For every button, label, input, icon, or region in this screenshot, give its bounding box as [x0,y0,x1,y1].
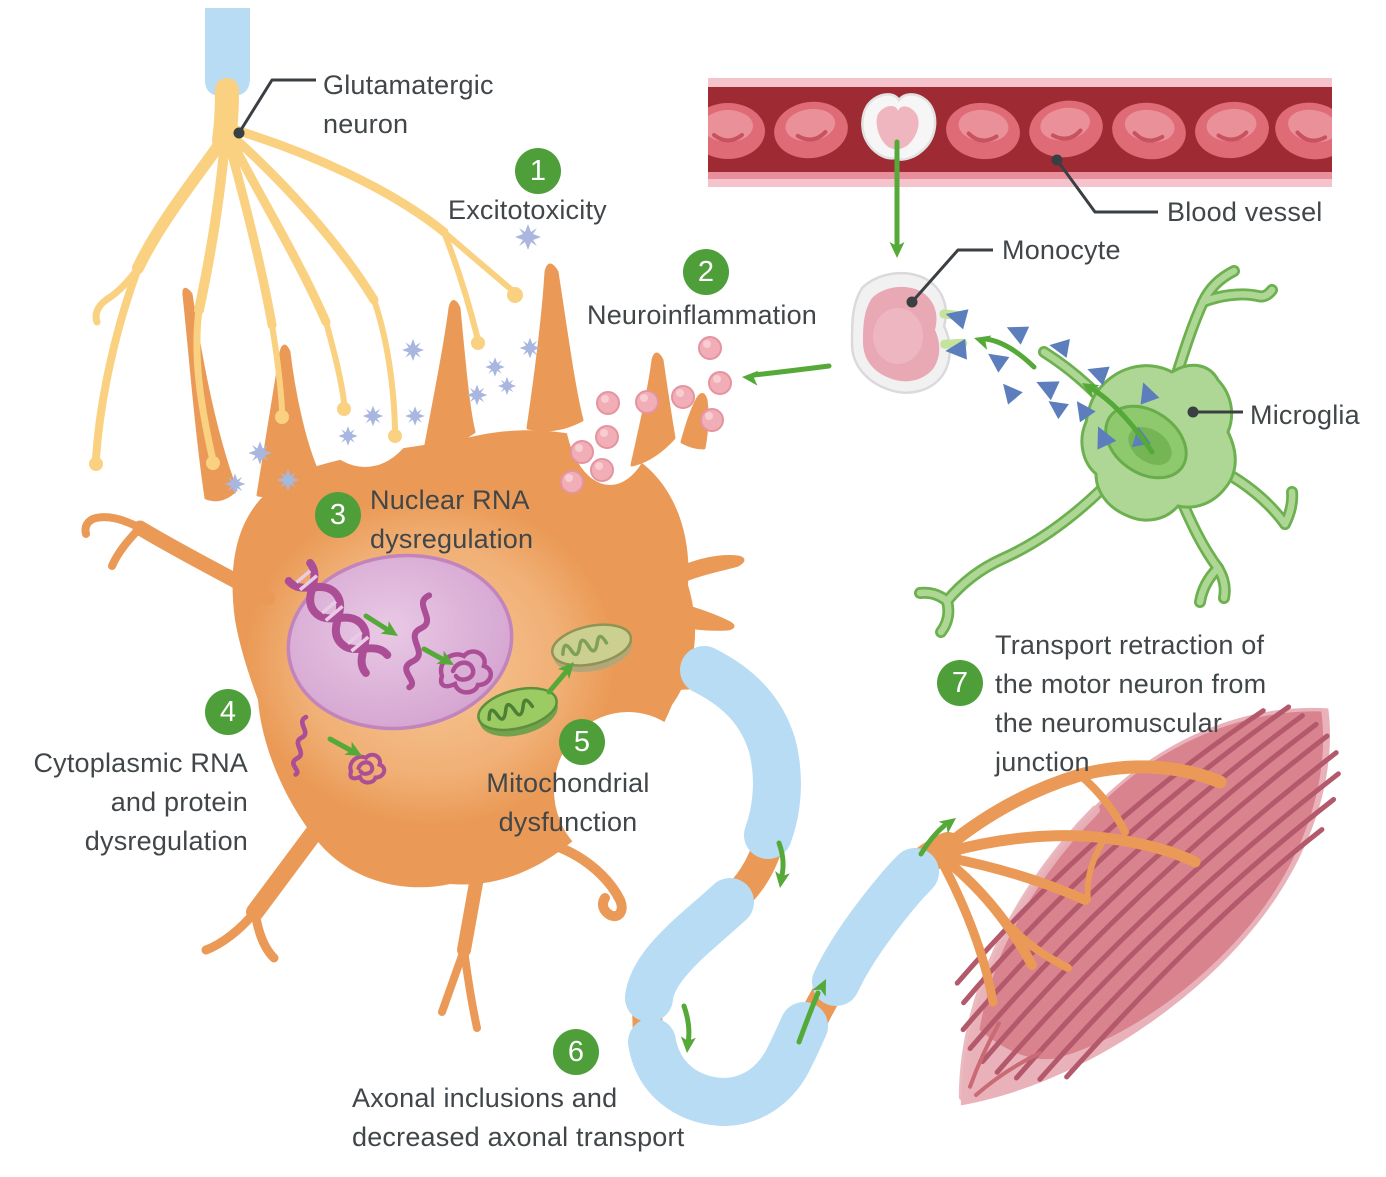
arrow-microglia-to-monocyte-1 [983,336,1037,370]
step-badge-2: 2 [683,249,729,295]
monocyte-cell [850,272,968,394]
label-line: Excitotoxicity [448,195,607,225]
label-line: the neuromuscular [995,708,1223,738]
label-line: Cytoplasmic RNA [33,748,248,778]
arrow-cytokine-release [751,363,832,378]
step-number: 1 [529,154,547,187]
cut-axon-cap [205,8,250,96]
axon [615,646,963,1127]
label-line: dysregulation [84,826,248,856]
nucleus-illustration [284,553,514,731]
glutamatergic-neuron-illustration [89,8,523,471]
step-label-nuclear-rna: Nuclear RNA dysregulation [370,481,533,559]
step-label-mitochondrial: Mitochondrial dysfunction [448,764,688,842]
arrow-microglia-to-monocyte-2 [1091,387,1155,455]
label-line: Blood vessel [1167,197,1323,227]
leader-lines [237,78,1243,414]
label-monocyte: Monocyte [1002,231,1121,270]
label-line: the motor neuron from [995,669,1267,699]
arrow-axonal-transport-3 [796,990,821,1045]
label-line: dysregulation [370,524,534,554]
step-number: 4 [219,695,237,728]
arrow-cytoplasmic-rna [327,736,353,753]
step-badge-3: 3 [315,492,361,538]
label-line: and protein [110,787,248,817]
mitochondrion-dysfunctional [551,623,633,673]
step-badge-4: 4 [205,689,251,735]
step-label-axonal-inclusions: Axonal inclusions and decreased axonal t… [352,1079,684,1157]
label-line: Nuclear RNA [370,485,530,515]
synaptic-boutons [89,287,523,471]
step-label-cytoplasmic-rna: Cytoplasmic RNA and protein dysregulatio… [0,744,248,861]
step-badge-5: 5 [559,719,605,765]
label-line: Axonal inclusions and [352,1083,618,1113]
dna-helix [284,559,392,677]
step-label-excitotoxicity: Excitotoxicity [448,191,607,230]
label-line: Monocyte [1002,235,1121,265]
label-line: Mitochondrial [486,768,650,798]
step-number: 2 [697,255,715,288]
step-number: 3 [329,498,347,531]
label-line: Neuroinflammation [587,300,817,330]
microglia-cell [920,271,1292,632]
step-badge-7: 7 [937,660,983,706]
label-glutamatergic-neuron: Glutamatergic neuron [323,66,494,144]
label-line: Transport retraction of [995,630,1265,660]
muscle-striations [954,704,1341,1082]
blood-vessel-illustration [708,78,1332,187]
myelin-sheath-segments [625,646,939,1127]
label-line: Glutamatergic [323,70,494,100]
label-blood-vessel: Blood vessel [1167,193,1323,232]
label-line: dysfunction [498,807,638,837]
arrow-retraction [918,823,947,857]
arrow-rna-to-aggregate [421,646,447,663]
flow-arrows [327,139,1155,1047]
leader-dots [233,127,1199,418]
dendrites [81,513,627,1032]
axon-terminal-branches [938,760,1227,1007]
mitochondrion-healthy [477,686,558,737]
label-line: Microglia [1250,400,1360,430]
monocyte-in-vessel [861,93,937,161]
step-number: 7 [951,666,969,699]
step-number: 5 [573,725,591,758]
arrow-mitochondria [546,669,569,695]
label-line: junction [995,747,1090,777]
label-line: decreased axonal transport [352,1122,685,1152]
cytokine-molecules [560,336,732,494]
step-badge-1: 1 [515,148,561,194]
arrow-dna-to-rna [363,613,391,633]
step-badge-6: 6 [553,1029,599,1075]
label-line: neuron [323,109,409,139]
arrow-axonal-transport-2 [681,1003,692,1047]
arrow-axonal-transport-1 [776,840,786,882]
label-microglia: Microglia [1250,396,1360,435]
step-label-transport-retraction: Transport retraction of the motor neuron… [995,626,1266,782]
step-label-neuroinflammation: Neuroinflammation [587,296,817,335]
step-number: 6 [567,1035,585,1068]
